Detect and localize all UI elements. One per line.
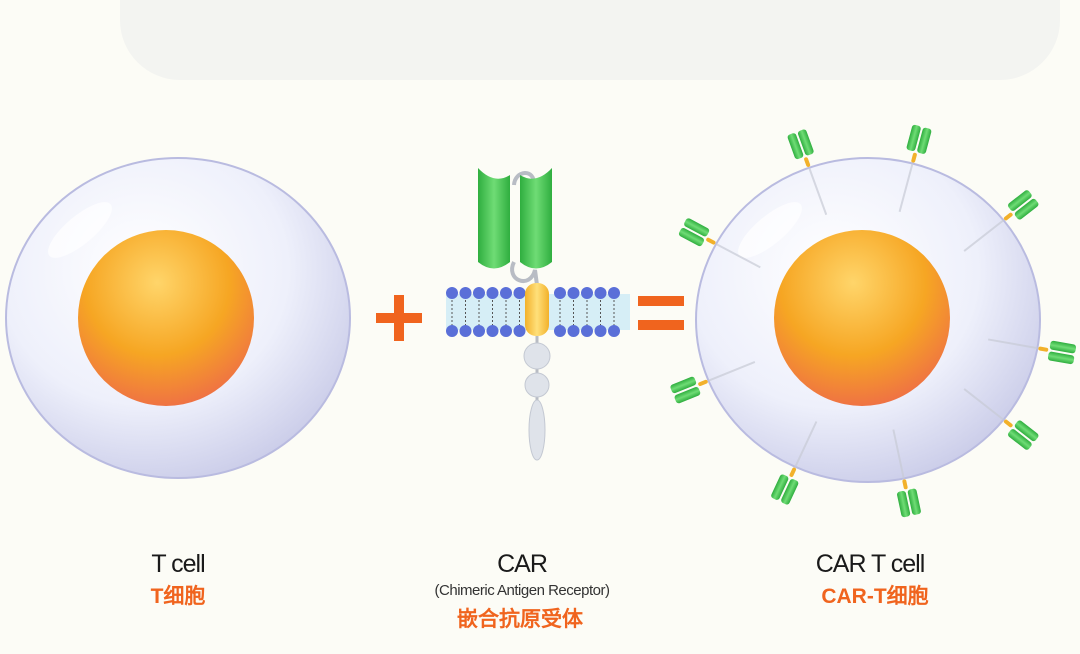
transmembrane-domain: [525, 283, 549, 336]
car-receptor-small: [898, 124, 932, 213]
car-receptor-small: [963, 388, 1039, 450]
car-label-zh: 嵌合抗原受体: [457, 608, 583, 631]
scfv-left: [478, 168, 510, 269]
scfv-right: [520, 168, 552, 269]
car-receptor-small: [787, 129, 828, 216]
car-fullname: (Chimeric Antigen Receptor): [434, 582, 610, 599]
t-cell: [5, 157, 351, 479]
car-label: CAR: [497, 550, 548, 578]
tcell-label-zh: T细胞: [150, 585, 206, 608]
cart-label-zh: CAR-T细胞: [821, 585, 929, 608]
car-receptor: [446, 168, 630, 461]
car-receptor-small: [678, 218, 761, 269]
car-receptor-small: [771, 421, 818, 505]
plus-icon: [376, 295, 422, 341]
car-receptor-small: [670, 361, 756, 404]
top-banner-shape: [120, 0, 1060, 80]
car-t-cell-nucleus: [774, 230, 950, 406]
car-receptor-small: [987, 338, 1077, 365]
tcell-label: T cell: [151, 550, 205, 578]
car-receptor-small: [892, 429, 921, 518]
car-t-cell: [670, 124, 1077, 518]
car-receptor-small: [963, 190, 1039, 252]
cart-label: CAR T cell: [815, 550, 926, 578]
equals-icon: [638, 296, 684, 330]
t-cell-nucleus: [78, 230, 254, 406]
